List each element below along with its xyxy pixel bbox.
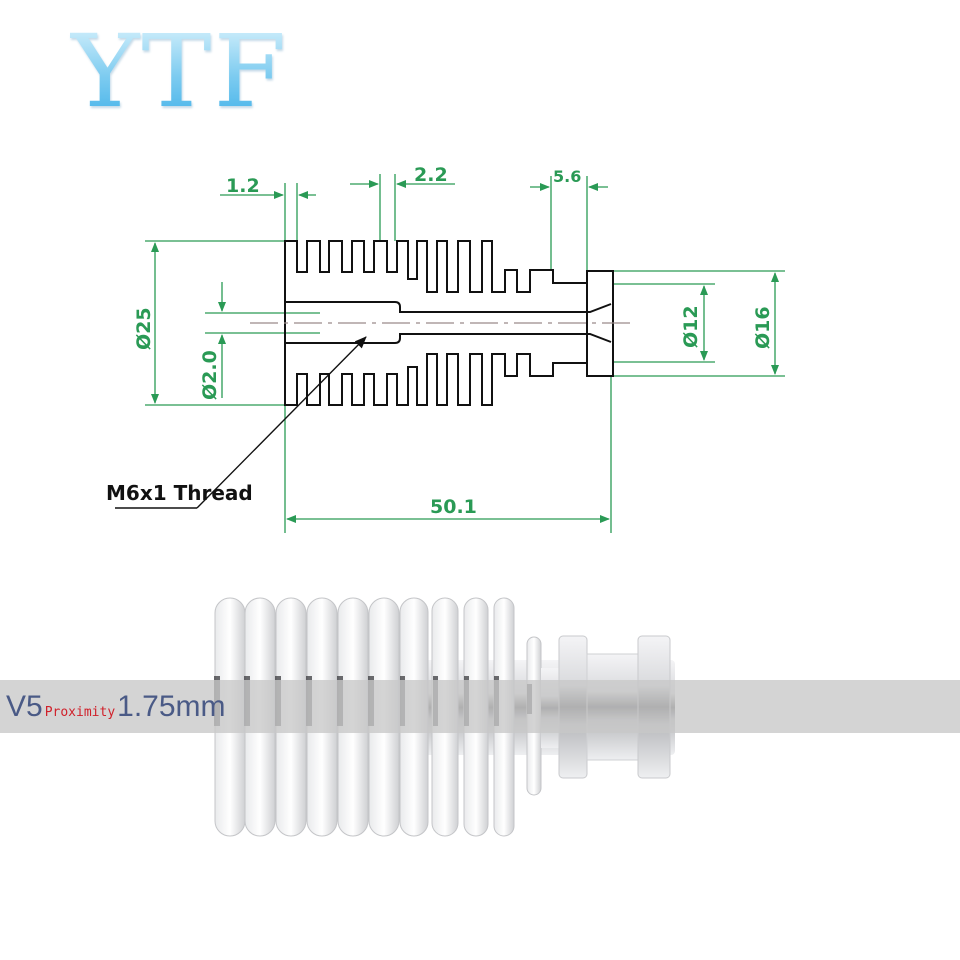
- dimension-lines: [151, 180, 779, 523]
- dim-collar-width: 5.6: [553, 167, 581, 186]
- dim-collar-diameter: Ø16: [752, 306, 774, 349]
- extension-lines: [145, 174, 785, 533]
- banner-model: V5: [6, 690, 43, 723]
- thread-callout-leader: [115, 336, 367, 509]
- dim-fin-thickness: 1.2: [226, 175, 260, 197]
- banner-tag: Proximity: [44, 705, 116, 720]
- thread-callout-label: M6x1 Thread: [106, 481, 253, 505]
- banner-size: 1.75mm: [117, 690, 226, 723]
- dim-neck-diameter: Ø12: [680, 305, 702, 348]
- brand-logo: YTF: [70, 13, 289, 130]
- dim-overall-length: 50.1: [430, 496, 477, 518]
- overlay-banner: [0, 680, 960, 733]
- banner-text: V5 Proximity 1.75mm: [6, 690, 226, 726]
- dim-outer-diameter: Ø25: [133, 307, 155, 350]
- heatsink-outline: [284, 240, 614, 406]
- dim-bore-diameter: Ø2.0: [199, 350, 221, 400]
- dim-fin-gap: 2.2: [414, 164, 448, 186]
